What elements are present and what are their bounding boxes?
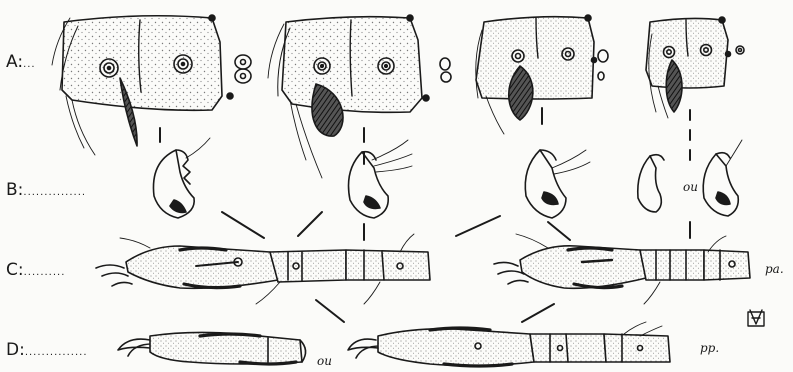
monogram-mark: [748, 310, 764, 326]
mandible-4-inner: [703, 140, 742, 216]
palp-d-left: [118, 332, 306, 364]
connector-lines: [160, 108, 690, 322]
mandible-1: [153, 138, 210, 218]
palp-d-right: [348, 322, 670, 366]
head-4: [646, 17, 744, 118]
palp-c-right: [494, 234, 750, 304]
row-d-figures: [118, 322, 670, 366]
mandible-3: [525, 150, 590, 218]
mandible-4-outer: [638, 155, 664, 212]
palp-c-left: [96, 234, 430, 304]
row-a-figures: [52, 15, 744, 178]
mandible-2: [349, 140, 413, 218]
row-c-figures: [96, 234, 750, 304]
head-1: [52, 15, 251, 155]
row-b-figures: [153, 138, 742, 218]
